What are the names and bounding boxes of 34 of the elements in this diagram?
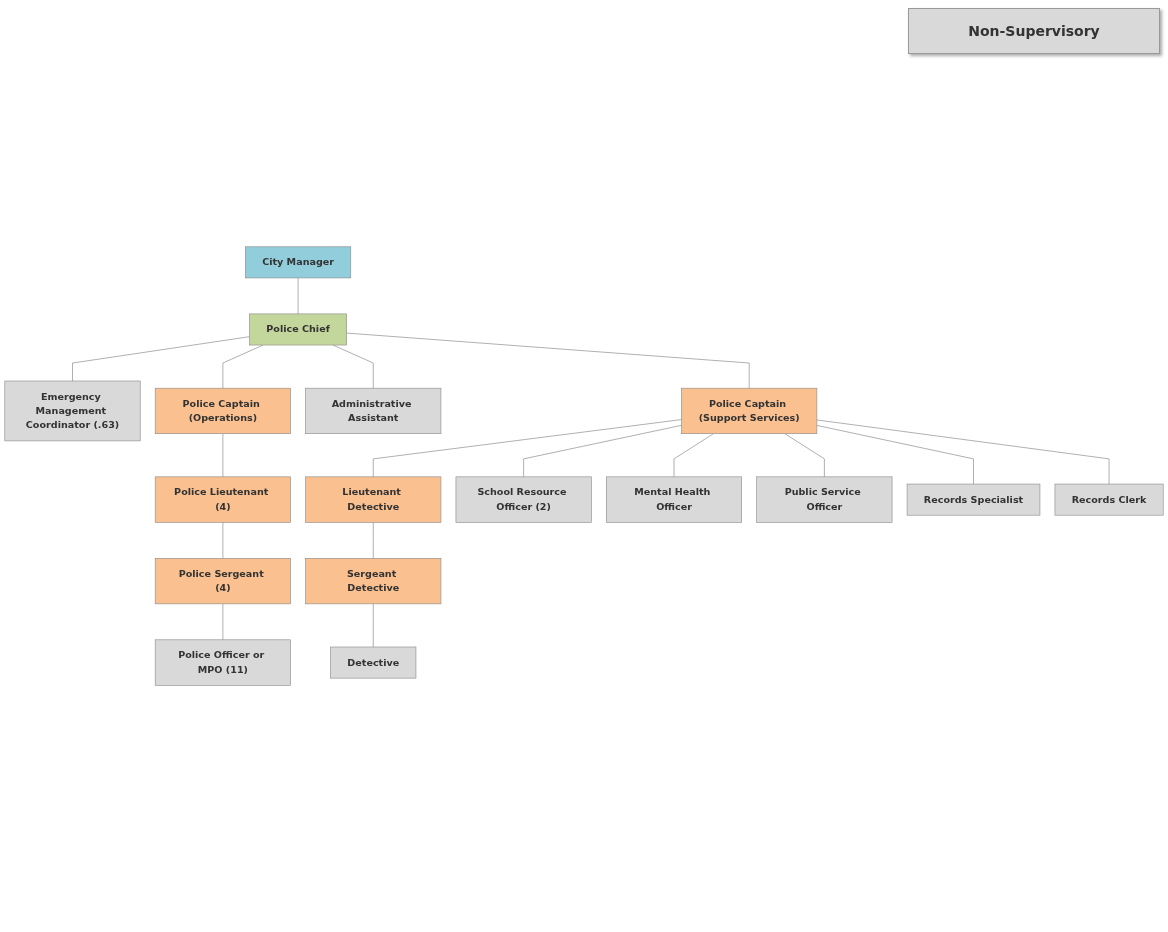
connector: [346, 332, 750, 389]
connector: [222, 344, 264, 389]
connector: [816, 419, 1110, 485]
node-box: Detective: [330, 646, 417, 679]
connector: [523, 424, 682, 478]
node-box: Public Service Officer: [756, 476, 893, 523]
node-box: Mental Health Officer: [606, 476, 742, 523]
node-box: Administrative Assistant: [305, 387, 442, 434]
node-box: Emergency Management Coordinator (.63): [4, 380, 141, 442]
node-box: City Manager: [245, 246, 352, 279]
connector: [784, 433, 825, 478]
connector: [222, 603, 224, 641]
node-box: Sergeant Detective: [305, 557, 442, 605]
node-box: Police Sergeant (4): [154, 557, 291, 605]
connector: [72, 336, 250, 382]
node-box: Police Officer or MPO (11): [154, 639, 291, 686]
node-box: School Resource Officer (2): [455, 476, 592, 523]
connector: [297, 277, 299, 315]
node-box: Police Captain (Operations): [154, 387, 291, 434]
node-box: Police Chief: [249, 313, 347, 346]
connector: [222, 433, 224, 478]
connector: [332, 344, 374, 389]
node-box: Records Specialist: [906, 483, 1041, 516]
connector: [816, 424, 974, 485]
node-box: Police Lieutenant (4): [154, 476, 291, 523]
connector: [673, 433, 714, 478]
node-box: Police Captain (Support Services): [681, 387, 818, 434]
connector: [372, 419, 682, 478]
node-box: Lieutenant Detective: [305, 476, 442, 523]
legend-entry: Non-Supervisory: [908, 8, 1160, 54]
connector: [222, 521, 224, 559]
connector: [372, 521, 374, 559]
node-box: Records Clerk: [1054, 483, 1164, 516]
connector: [372, 603, 374, 648]
